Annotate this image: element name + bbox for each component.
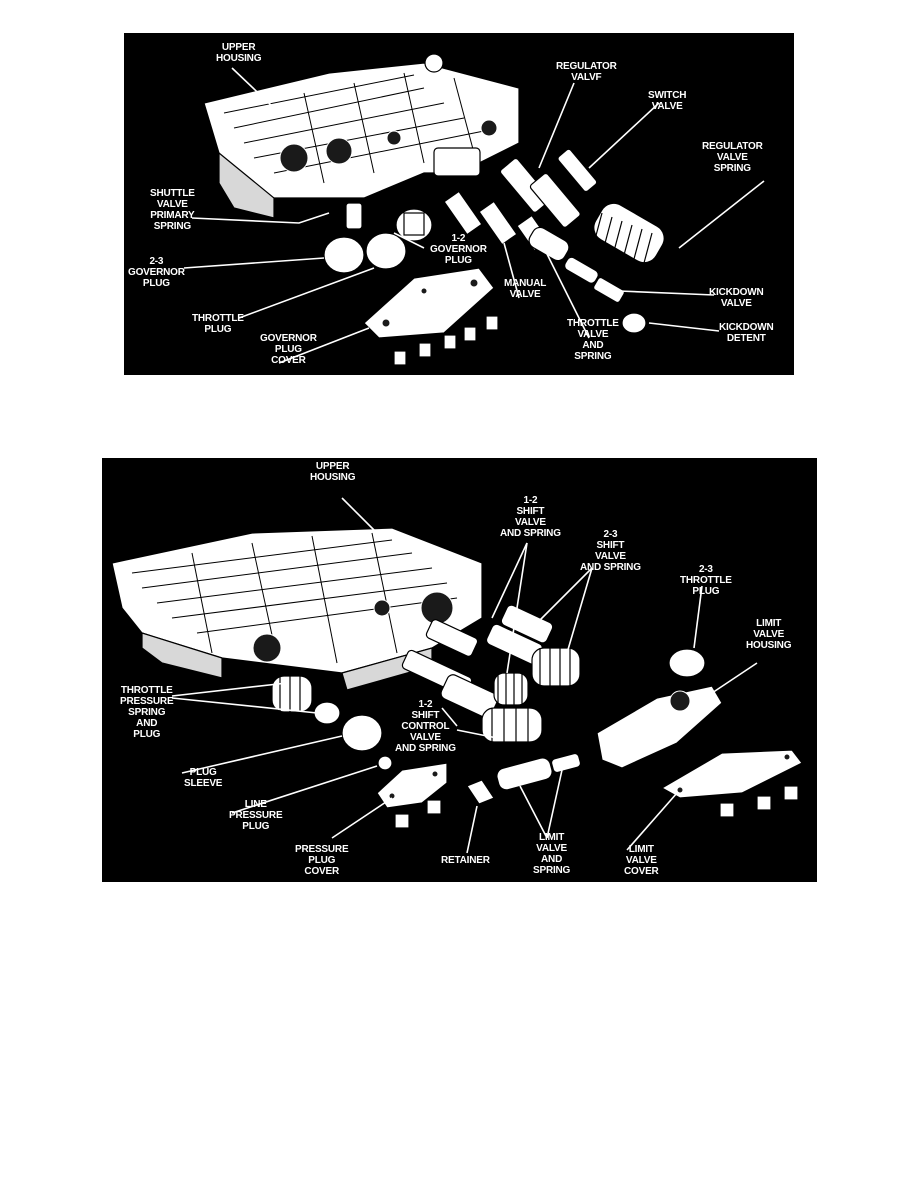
label-limit-valve-cover: LIMIT VALVE COVER xyxy=(624,844,659,877)
figure-1-valve-body-exploded-view: UPPER HOUSING REGULATOR VALVF SWITCH VAL… xyxy=(124,33,794,375)
label-limit-valve-and-spring: LIMIT VALVE AND SPRING xyxy=(533,832,571,876)
governor-plug-cover-drawing xyxy=(363,267,495,339)
throttle-valve-spring-drawing xyxy=(528,226,599,284)
label-limit-valve-housing: LIMIT VALVE HOUSING xyxy=(746,618,792,651)
figure-2-illustration xyxy=(111,497,803,854)
label-throttle-valve-and-spring: THROTTLE VALVE AND SPRING xyxy=(567,318,619,362)
retainer-drawing xyxy=(466,779,495,805)
figure-2-leader-lines xyxy=(171,497,758,854)
limit-valve-housing-drawing xyxy=(596,685,723,769)
plug-parts-left xyxy=(323,202,433,274)
label-switch-valve: SWITCH VALVE xyxy=(648,90,687,112)
throttle-pressure-spring-drawing xyxy=(271,675,393,771)
label-plug-sleeve: PLUG SLEEVE xyxy=(184,767,223,789)
label-pressure-plug-cover: PRESSURE PLUG COVER xyxy=(295,844,349,877)
cover-bolts-drawing xyxy=(393,315,499,366)
manual-valve-parts xyxy=(433,147,550,252)
shift-valve-springs-drawing xyxy=(481,647,581,743)
label-shuttle-valve-primary-spring: SHUTTLE VALVE PRIMARY SPRING xyxy=(150,188,195,232)
regulator-valve-parts xyxy=(499,148,598,228)
pressure-plug-cover-drawing xyxy=(376,762,448,829)
shift-valve-parts xyxy=(401,604,554,719)
figure-2-valve-body-exploded-view: UPPER HOUSING 1-2 SHIFT VALVE AND SPRING… xyxy=(102,458,817,882)
limit-valve-and-spring-drawing xyxy=(496,752,582,791)
label-manual-valve: MANUAL VALVE xyxy=(504,278,547,300)
label-throttle-pressure-spring-and-plug: THROTTLE PRESSURE SPRING AND PLUG xyxy=(120,685,174,740)
figure-1-illustration xyxy=(183,53,765,366)
label-regulator-valve: REGULATOR VALVF xyxy=(556,61,617,83)
label-23-governor-plug: 2-3 GOVERNOR PLUG xyxy=(128,256,185,289)
label-throttle-plug: THROTTLE PLUG xyxy=(192,313,244,335)
label-governor-plug-cover: GOVERNOR PLUG COVER xyxy=(260,333,317,366)
label-12-shift-valve-and-spring: 1-2 SHIFT VALVE AND SPRING xyxy=(500,495,561,539)
label-kickdown-detent: KICKDOWN DETENT xyxy=(719,322,774,344)
label-23-throttle-plug: 2-3 THROTTLE PLUG xyxy=(680,564,732,597)
kickdown-parts xyxy=(593,276,647,334)
upper-housing-drawing xyxy=(203,53,520,219)
figure-1-leader-lines xyxy=(183,67,765,364)
label-upper-housing: UPPER HOUSING xyxy=(310,461,356,483)
throttle-plug-23-drawing xyxy=(668,648,706,678)
label-line-pressure-plug: LINE PRESSURE PLUG xyxy=(229,799,283,832)
label-12-governor-plug: 1-2 GOVERNOR PLUG xyxy=(430,233,487,266)
label-kickdown-valve: KICKDOWN VALVE xyxy=(709,287,764,309)
label-upper-housing: UPPER HOUSING xyxy=(216,42,262,64)
limit-valve-cover-drawing xyxy=(660,749,803,818)
label-12-shift-control-valve-and-spring: 1-2 SHIFT CONTROL VALVE AND SPRING xyxy=(395,699,456,754)
label-retainer: RETAINER xyxy=(441,855,490,866)
regulator-valve-spring-drawing xyxy=(593,202,665,264)
label-23-shift-valve-and-spring: 2-3 SHIFT VALVE AND SPRING xyxy=(580,529,641,573)
label-regulator-valve-spring: REGULATOR VALVE SPRING xyxy=(702,141,763,174)
